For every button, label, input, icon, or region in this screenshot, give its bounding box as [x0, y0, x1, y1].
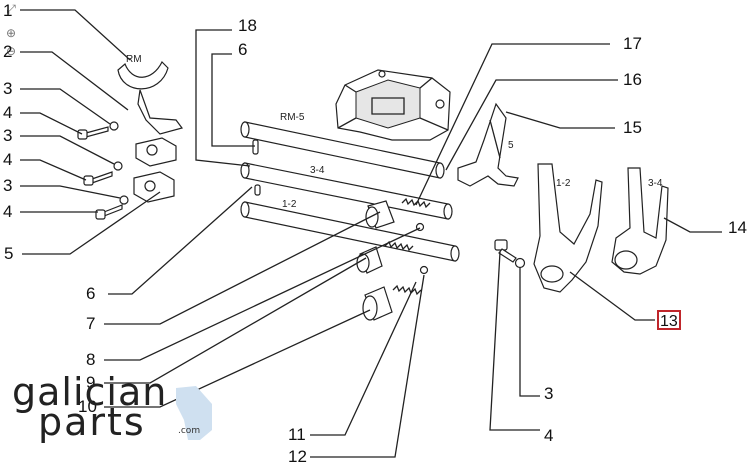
detent-pin-middle: [356, 246, 383, 274]
fork-rm: [117, 60, 184, 135]
leader-7: [104, 211, 381, 325]
expand-icon[interactable]: ⤢: [6, 2, 16, 16]
callout-16[interactable]: 16: [623, 70, 642, 89]
label-rod-12: 1-2: [282, 199, 297, 210]
callout-17[interactable]: 17: [623, 34, 642, 53]
label-rod-34: 3-4: [310, 165, 325, 176]
fork-12: [533, 163, 603, 293]
callout-13[interactable]: 13: [660, 313, 678, 328]
bolt-right: [494, 239, 526, 269]
leader-8: [104, 227, 421, 361]
spring-lower: [392, 265, 429, 296]
leader-3b: [20, 135, 115, 165]
leader-9: [104, 257, 367, 384]
callout-2[interactable]: 2: [3, 42, 12, 61]
callout-6[interactable]: 6: [238, 40, 247, 59]
bolt-left-a: [77, 121, 119, 140]
callout-9[interactable]: 9: [86, 373, 95, 392]
leader-4b: [20, 159, 87, 181]
callout-15[interactable]: 15: [623, 118, 642, 137]
callout-4[interactable]: 4: [3, 150, 12, 169]
leader-15: [505, 111, 615, 129]
leader-5: [22, 191, 161, 255]
fork-5: [457, 102, 519, 187]
callout-1[interactable]: 1: [3, 1, 12, 20]
callout-4[interactable]: 4: [544, 426, 553, 445]
watermark-logo-line2: parts: [38, 400, 146, 444]
leader-12: [310, 274, 425, 458]
leader-3d: [519, 268, 540, 397]
leader-14: [663, 217, 722, 233]
callout-3[interactable]: 3: [3, 176, 12, 195]
callout-3[interactable]: 3: [3, 126, 12, 145]
shift-rod-34: [240, 162, 453, 220]
callout-8[interactable]: 8: [86, 350, 95, 369]
label-fork-34: 3-4: [648, 178, 663, 189]
watermark-accent: [176, 386, 212, 440]
leader-4d: [489, 251, 540, 431]
callout-3[interactable]: 3: [544, 384, 553, 403]
callout-14[interactable]: 14: [728, 218, 747, 237]
label-fork-12: 1-2: [556, 178, 571, 189]
leader-11: [310, 281, 417, 436]
label-fork-5: 5: [508, 140, 514, 151]
selector-block-2: [133, 171, 175, 203]
leader-6b: [108, 186, 253, 295]
callout-18[interactable]: 18: [238, 16, 257, 35]
callout-12[interactable]: 12: [288, 447, 307, 463]
leader-2: [20, 51, 129, 111]
label-rm: RM: [126, 54, 142, 65]
bolt-left-c: [95, 195, 129, 220]
leader-10: [104, 309, 371, 408]
callout-4[interactable]: 4: [3, 103, 12, 122]
shift-rod-rm5: [240, 121, 445, 179]
callout-4[interactable]: 4: [3, 202, 12, 221]
zoom-in-icon[interactable]: ⊕: [5, 26, 17, 40]
detent-pin-lower: [362, 286, 393, 321]
callout-7[interactable]: 7: [86, 314, 95, 333]
interlock-pin: [254, 184, 261, 196]
selector-block-1: [135, 137, 177, 167]
callout-5[interactable]: 5: [4, 244, 13, 263]
bolt-left-b: [83, 161, 123, 186]
leader-3a: [20, 88, 111, 125]
callout-11[interactable]: 11: [288, 425, 306, 444]
callout-3[interactable]: 3: [3, 79, 12, 98]
leader-13: [569, 271, 655, 321]
callout-10[interactable]: 10: [78, 397, 97, 416]
selector-housing: [335, 69, 451, 141]
leader-4a: [20, 112, 83, 135]
leader-6a: [211, 53, 255, 147]
interlock-pin: [252, 139, 259, 155]
watermark-domain: .com: [178, 426, 201, 436]
zoom-out-icon[interactable]: ⊖: [5, 44, 17, 58]
detent-pin-upper: [365, 200, 395, 229]
leader-16: [445, 79, 618, 171]
callout-6[interactable]: 6: [86, 284, 95, 303]
leader-17: [415, 43, 610, 206]
watermark-logo-line1: galician: [12, 370, 168, 414]
leader-18: [195, 29, 251, 167]
fork-34: [611, 167, 669, 275]
highlight-box[interactable]: 13: [657, 310, 681, 330]
leader-3c: [20, 185, 121, 199]
label-rm5: RM-5: [280, 112, 305, 123]
leader-1: [20, 9, 131, 61]
spring-upper: [401, 197, 431, 209]
